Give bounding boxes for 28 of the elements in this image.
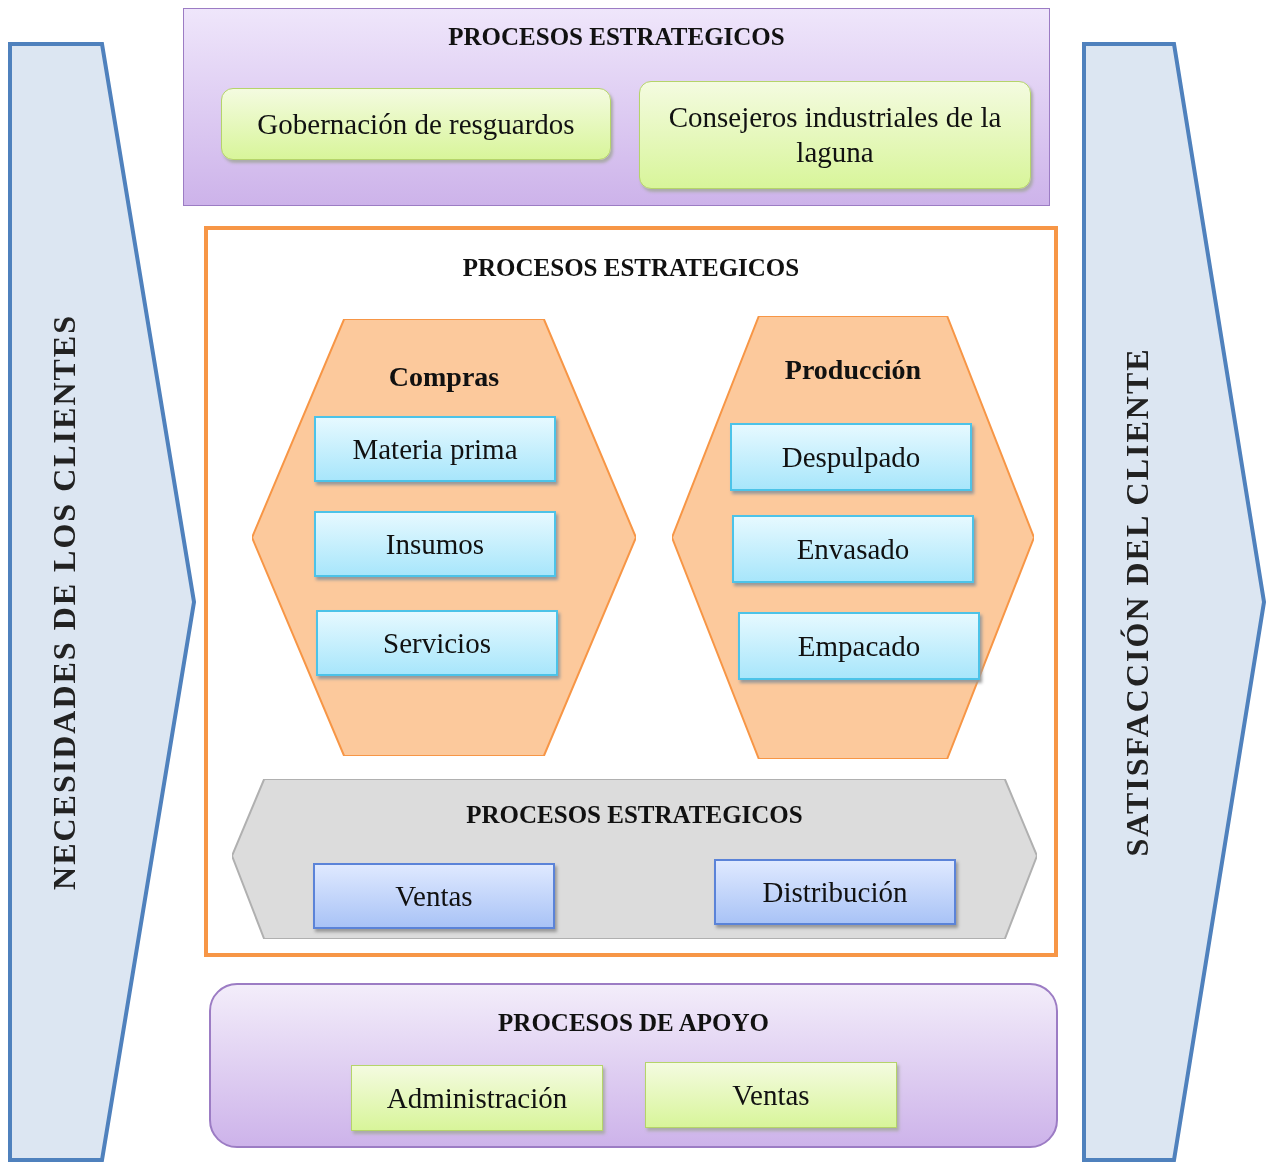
process-box: Administración <box>351 1065 603 1131</box>
section-heading: PROCESOS ESTRATEGICOS <box>447 23 786 51</box>
hexagon-shape <box>252 319 636 756</box>
process-frame <box>204 226 1058 957</box>
process-panel <box>209 983 1058 1148</box>
process-box: Servicios <box>316 610 558 676</box>
band-label: NECESIDADES DE LOS CLIENTES <box>45 314 83 890</box>
process-box: Gobernación de resguardos <box>221 88 611 160</box>
arrow-band <box>1082 42 1266 1162</box>
section-heading: PROCESOS ESTRATEGICOS <box>461 254 801 282</box>
band-label: SATISFACCIÓN DEL CLIENTE <box>1118 347 1156 857</box>
section-heading: PROCESOS ESTRATEGICOS <box>465 801 804 829</box>
process-box: Empacado <box>738 612 980 680</box>
process-box: Materia prima <box>314 416 556 482</box>
hexagon-shape <box>672 316 1034 759</box>
process-panel <box>183 8 1050 206</box>
arrow-band <box>8 42 196 1162</box>
process-box: Despulpado <box>730 423 972 491</box>
hexagon-band <box>232 779 1037 939</box>
process-box: Insumos <box>314 511 556 577</box>
process-box: Ventas <box>313 863 555 929</box>
section-heading: PROCESOS DE APOYO <box>497 1009 770 1037</box>
process-box: Consejeros industriales de la laguna <box>639 81 1031 189</box>
process-box: Distribución <box>714 859 956 925</box>
group-heading: Producción <box>783 354 923 386</box>
group-heading: Compras <box>387 361 501 393</box>
process-box: Envasado <box>732 515 974 583</box>
process-box: Ventas <box>645 1062 897 1128</box>
